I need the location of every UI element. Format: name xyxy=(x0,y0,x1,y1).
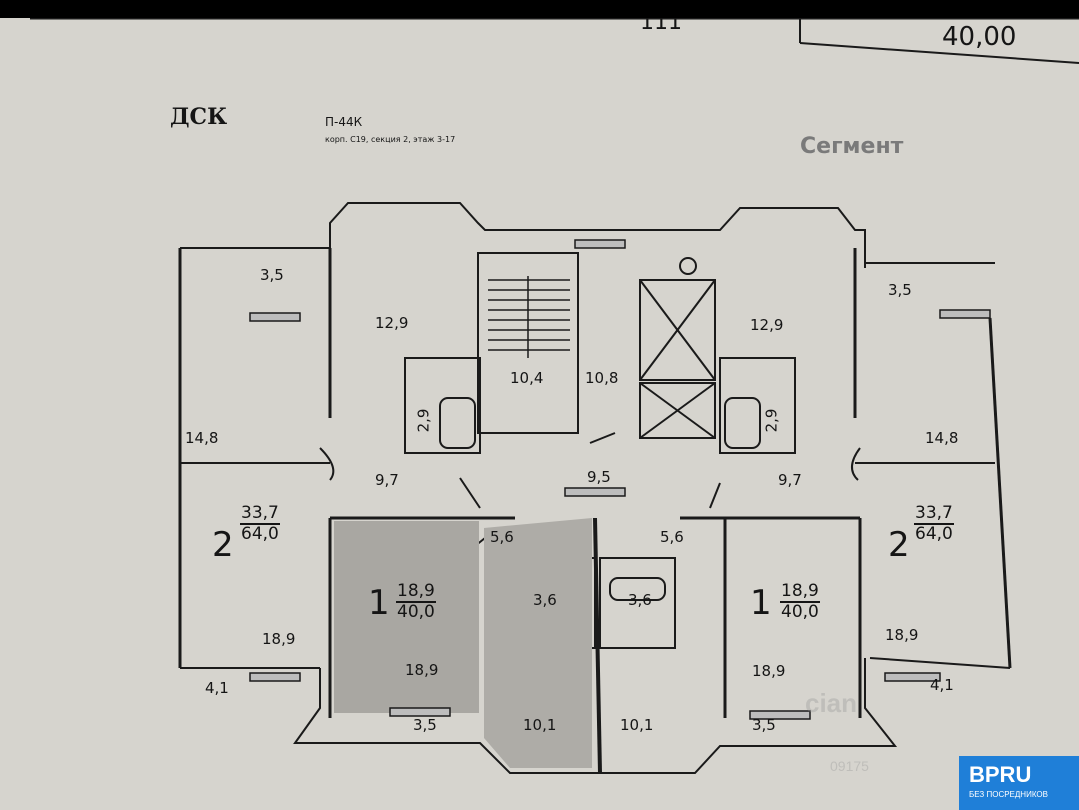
floor-plan-sheet: 111 40,00 ДСК П-44К корп. С19, секция 2,… xyxy=(0,18,1079,810)
left-room-top-area: 12,9 xyxy=(375,314,409,332)
left-total-area: 64,0 xyxy=(241,524,279,544)
center-right-rooms-count: 1 xyxy=(750,583,772,623)
series-subtitle: корп. С19, секция 2, этаж 3-17 xyxy=(325,135,456,144)
badge-subtitle: БЕЗ ПОСРЕДНИКОВ xyxy=(969,790,1048,799)
bpru-badge[interactable]: BPRU БЕЗ ПОСРЕДНИКОВ xyxy=(959,756,1079,810)
left-area-fraction: 33,7 64,0 xyxy=(240,505,280,543)
right-rooms-count: 2 xyxy=(888,525,910,565)
right-balcony-top-area: 3,5 xyxy=(888,281,912,299)
center-left-room-area: 18,9 xyxy=(405,661,439,679)
center-right-area-fraction: 18,9 40,0 xyxy=(780,583,820,621)
right-bath-area: 2,9 xyxy=(762,408,781,433)
left-bath-area: 2,9 xyxy=(414,408,433,433)
right-area-fraction: 33,7 64,0 xyxy=(914,505,954,543)
center-right-bath-area: 3,6 xyxy=(628,591,652,609)
left-room-big-area: 14,8 xyxy=(185,429,219,447)
hall-area: 9,5 xyxy=(587,468,611,486)
center-left-kitchen-area: 10,1 xyxy=(523,716,557,734)
lift-hall-area: 10,8 xyxy=(585,369,619,387)
center-left-area-fraction: 18,9 40,0 xyxy=(396,583,436,621)
right-room-bottom-area: 18,9 xyxy=(885,626,919,644)
right-living-area: 33,7 xyxy=(914,503,954,525)
right-stamp: Сегмент xyxy=(800,134,904,159)
right-total-area: 64,0 xyxy=(915,524,953,544)
center-right-room-area: 18,9 xyxy=(752,662,786,680)
left-rooms-count: 2 xyxy=(212,525,234,565)
center-left-rooms-count: 1 xyxy=(368,583,390,623)
badge-logo: BPRU xyxy=(969,762,1032,787)
center-right-total-area: 40,0 xyxy=(781,602,819,622)
center-right-kitchen-area: 10,1 xyxy=(620,716,654,734)
shaded-apartment-kitchen xyxy=(484,518,592,768)
header-value: 40,00 xyxy=(942,22,1017,52)
center-right-living-area: 18,9 xyxy=(780,581,820,603)
center-left-bath-area: 3,6 xyxy=(533,591,557,609)
right-room-big-area: 14,8 xyxy=(925,429,959,447)
center-left-corridor-area: 5,6 xyxy=(490,528,514,546)
right-corridor-area: 9,7 xyxy=(778,471,802,489)
left-corridor-area: 9,7 xyxy=(375,471,399,489)
left-balcony-top-area: 3,5 xyxy=(260,266,284,284)
watermark-logo: cian xyxy=(805,688,858,718)
center-right-balcony-area: 3,5 xyxy=(752,716,776,734)
watermark-id: 09175 xyxy=(830,758,869,774)
center-left-total-area: 40,0 xyxy=(397,602,435,622)
shaded-apartment-room xyxy=(334,521,479,713)
right-room-top-area: 12,9 xyxy=(750,316,784,334)
header-partial-text: 111 xyxy=(640,18,682,35)
floor-plan-drawing xyxy=(30,18,1079,774)
right-loggia-area: 4,1 xyxy=(930,676,954,694)
center-right-corridor-area: 5,6 xyxy=(660,528,684,546)
left-living-area: 33,7 xyxy=(240,503,280,525)
center-left-balcony-area: 3,5 xyxy=(413,716,437,734)
left-loggia-area: 4,1 xyxy=(205,679,229,697)
developer-logo: ДСК xyxy=(170,104,228,130)
stairs-area: 10,4 xyxy=(510,369,544,387)
center-left-living-area: 18,9 xyxy=(396,581,436,603)
left-room-bottom-area: 18,9 xyxy=(262,630,296,648)
series-label: П-44К xyxy=(325,115,363,129)
